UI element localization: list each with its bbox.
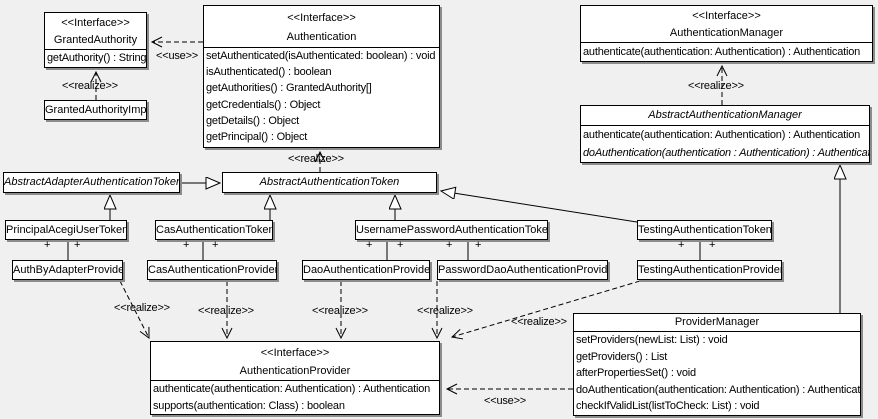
class-name: GrantedAuthorityImpl [45, 104, 147, 116]
method: isAuthenticated() : boolean [206, 66, 332, 79]
realize-arrow-authbyadapterprovider [119, 280, 150, 339]
method: setProviders(newList: List) : void [576, 334, 728, 346]
class-name: PrincipalAcegiUserToken [6, 224, 127, 236]
class-cas-authentication-provider[interactable]: CasAuthenticationProvider [147, 260, 277, 280]
method: getCredentials() : Object [206, 98, 321, 111]
class-cas-authentication-token[interactable]: CasAuthenticationToken [155, 220, 273, 240]
class-authentication[interactable]: <<Interface>> Authentication setAuthenti… [203, 5, 440, 148]
realize-label: <<realize>> [114, 302, 170, 314]
class-testing-authentication-token[interactable]: TestingAuthenticationToken [637, 220, 772, 240]
class-provider-manager[interactable]: ProviderManager setProviders(newList: Li… [573, 313, 861, 416]
method: authenticate(authentication: Authenticat… [583, 46, 861, 58]
class-authentication-provider[interactable]: <<Interface>> AuthenticationProvider aut… [150, 341, 440, 415]
realize-label: <<realize>> [511, 316, 567, 328]
class-name: ProviderManager [674, 316, 760, 328]
method: doAuthentication(authentication: Authent… [576, 383, 861, 396]
class-name: AuthByAdapterProvider [13, 264, 123, 276]
method: getAuthority() : String [47, 52, 147, 64]
association-end-plus: + [74, 239, 81, 251]
class-name: CasAuthenticationProvider [148, 264, 277, 276]
class-principal-acegi-user-token[interactable]: PrincipalAcegiUserToken [5, 220, 127, 240]
class-abstract-authentication-manager[interactable]: AbstractAuthenticationManager authentica… [580, 105, 870, 163]
class-granted-authority-impl[interactable]: GrantedAuthorityImpl [44, 100, 147, 120]
association-end-plus: + [475, 239, 482, 251]
method: doAuthentication(authentication : Authen… [583, 147, 870, 159]
realize-label: <<realize>> [417, 305, 473, 317]
method: getProviders() : List [576, 350, 668, 363]
class-name: AbstractAdapterAuthenticationToken [4, 176, 180, 188]
class-name: AbstractAuthenticationManager [648, 109, 802, 121]
class-password-dao-authentication-provider[interactable]: PasswordDaoAuthenticationProvider [437, 260, 608, 280]
stereotype-label: <<Interface>> [287, 12, 356, 24]
class-name: CasAuthenticationToken [156, 224, 273, 236]
method: supports(authentication: Class) : boolea… [153, 399, 345, 412]
class-name: AuthenticationManager [669, 27, 784, 39]
class-name: UsernamePasswordAuthenticationToken [356, 224, 548, 236]
method: getPrincipal() : Object [206, 131, 308, 144]
method: getDetails() : Object [206, 114, 300, 127]
realize-label: <<realize>> [62, 80, 118, 92]
method: checkIfValidList(listToCheck: List) : vo… [576, 400, 760, 413]
realize-label: <<realize>> [688, 80, 744, 92]
class-authentication-manager[interactable]: <<Interface>> AuthenticationManager auth… [580, 5, 873, 62]
association-end-plus: + [709, 239, 716, 251]
class-testing-authentication-provider[interactable]: TestingAuthenticationProvider [637, 260, 782, 280]
class-dao-authentication-provider[interactable]: DaoAuthenticationProvider [302, 260, 430, 280]
method: getAuthorities() : GrantedAuthority[] [206, 82, 372, 95]
class-name: DaoAuthenticationProvider [303, 264, 430, 276]
association-end-plus: + [678, 239, 685, 251]
class-abstract-authentication-token[interactable]: AbstractAuthenticationToken [222, 172, 437, 193]
class-auth-by-adapter-provider[interactable]: AuthByAdapterProvider [12, 260, 123, 280]
stereotype-label: <<Interface>> [61, 17, 130, 29]
realize-label: <<realize>> [312, 305, 368, 317]
class-name: Authentication [286, 31, 357, 43]
method: afterPropertiesSet() : void [576, 367, 696, 380]
association-end-plus: + [212, 239, 219, 251]
realize-label: <<realize>> [198, 305, 254, 317]
method: setAuthenticated(isAuthenticated: boolea… [206, 50, 436, 62]
association-end-plus: + [366, 239, 373, 251]
class-name: GrantedAuthority [53, 34, 138, 46]
use-label: <<use>> [156, 50, 199, 62]
association-end-plus: + [44, 239, 51, 251]
realize-arrow-testingauthenticationprovider [450, 280, 641, 340]
class-name: TestingAuthenticationProvider [638, 264, 782, 276]
class-name: TestingAuthenticationToken [638, 224, 772, 236]
generalization-testingauthenticationtoken [441, 191, 638, 223]
association-end-plus: + [183, 239, 190, 251]
class-name: AuthenticationProvider [239, 365, 351, 377]
class-granted-authority[interactable]: <<Interface>> GrantedAuthority getAuthor… [44, 12, 147, 68]
class-username-password-authentication-token[interactable]: UsernamePasswordAuthenticationToken [355, 220, 548, 240]
stereotype-label: <<Interface>> [260, 347, 330, 359]
realize-label: <<realize>> [288, 153, 344, 165]
method: authenticate(authentication: Authenticat… [583, 129, 861, 141]
use-label: <<use>> [484, 395, 527, 407]
class-name: AbstractAuthenticationToken [259, 176, 400, 188]
class-name: PasswordDaoAuthenticationProvider [438, 264, 608, 276]
stereotype-label: <<Interface>> [692, 10, 761, 22]
method: authenticate(authentication: Authenticat… [153, 383, 431, 395]
association-end-plus: + [446, 239, 453, 251]
class-abstract-adapter-authentication-token[interactable]: AbstractAdapterAuthenticationToken [3, 172, 180, 193]
association-end-plus: + [397, 239, 404, 251]
